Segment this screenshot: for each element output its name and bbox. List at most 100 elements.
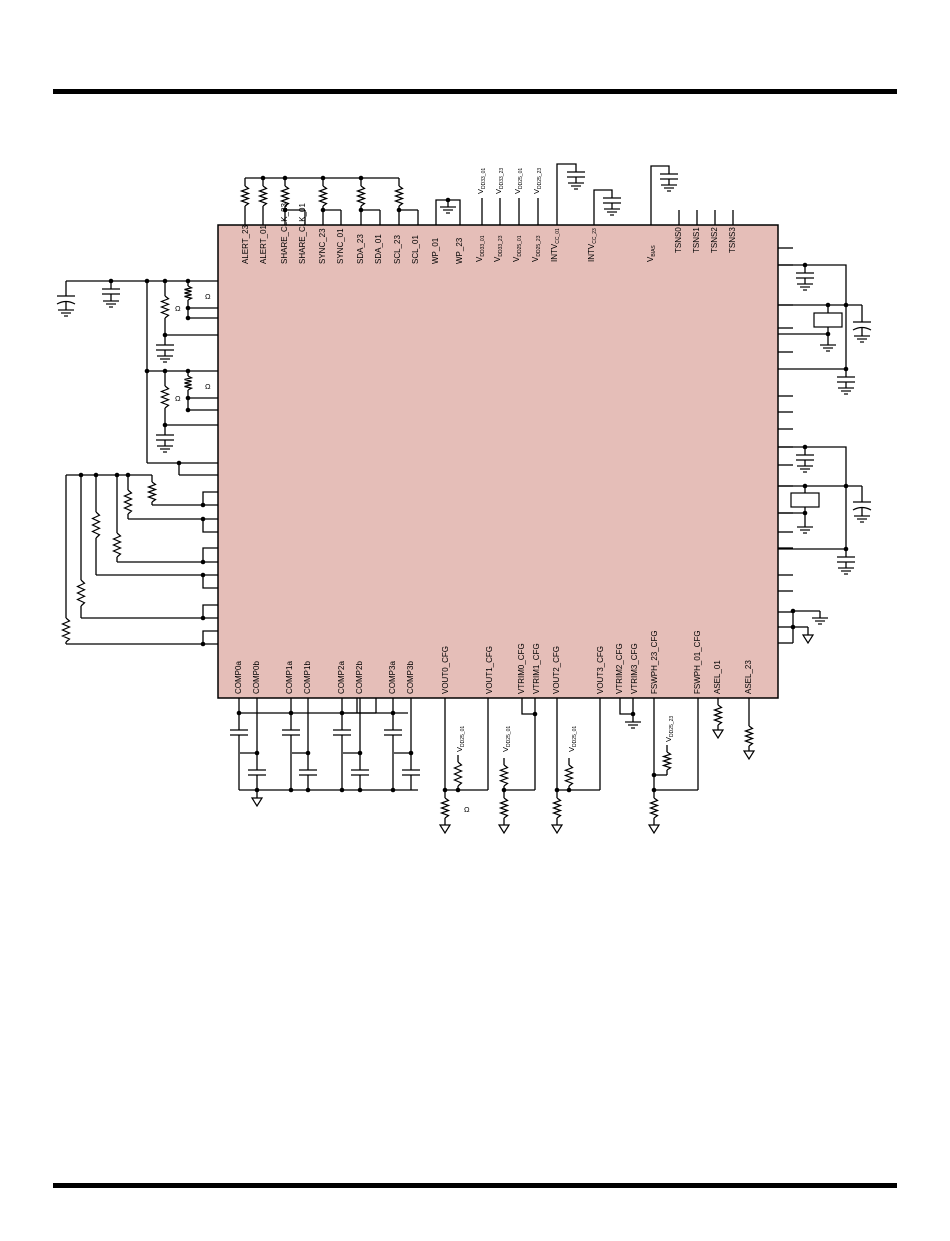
bottom-pin-label: VOUT1_CFG: [485, 646, 494, 694]
top-pin-label: SCL_23: [393, 235, 402, 264]
top-pin-label: SYNC_01: [336, 228, 345, 264]
wire: [202, 519, 218, 533]
top-pin-label: SHARE_CLK_23: [280, 203, 289, 264]
top-pin-label: WP_01: [431, 237, 440, 264]
junction-dot: [108, 278, 114, 284]
junction-dot: [802, 444, 808, 450]
junction-dot: [455, 787, 461, 793]
capacitor-curved-plate: [852, 326, 872, 331]
wire: [650, 165, 670, 225]
top-pin-label: SHARE_CLK_01: [298, 203, 307, 264]
resistor: [439, 797, 451, 819]
junction-dot: [305, 787, 311, 793]
supply-pin-label: VDD25_23: [531, 235, 542, 262]
resistor: [91, 511, 101, 539]
wire: [202, 491, 218, 505]
supply-rail-label: VDD25_23: [532, 168, 543, 194]
junction-dot: [320, 175, 326, 181]
wire: [778, 264, 847, 371]
junction-dot: [200, 516, 206, 522]
junction-dot: [396, 207, 402, 213]
tsns-pin-label: TSNS1: [692, 227, 701, 253]
junction-dot: [305, 750, 311, 756]
junction-dot: [554, 787, 560, 793]
bottom-pin-label: VTRIM3_CFG: [630, 643, 639, 694]
junction-dot: [843, 302, 849, 308]
junction-dot: [78, 472, 84, 478]
junction-dot: [162, 422, 168, 428]
supply-rail-label: VDD33_23: [494, 168, 505, 194]
supply-rail-label: VDD33_01: [476, 168, 487, 194]
junction-dot: [162, 332, 168, 338]
resistor: [122, 489, 134, 515]
ground-arrow-icon: [438, 824, 452, 835]
supply-rail-label: VDD25_23: [664, 716, 675, 742]
top-pin-label: SDA_23: [356, 234, 365, 264]
junction-dot: [802, 483, 808, 489]
junction-dot: [114, 472, 120, 478]
junction-dot: [185, 395, 191, 401]
resistor: [76, 579, 86, 607]
ground-arrow-icon: [647, 824, 661, 835]
junction-dot: [185, 278, 191, 284]
resistor: [648, 797, 660, 819]
top-pin-label: ALERT_01: [259, 224, 268, 264]
junction-dot: [651, 787, 657, 793]
junction-dot: [162, 278, 168, 284]
junction-dot: [176, 460, 182, 466]
wire: [202, 547, 218, 562]
junction-dot: [200, 572, 206, 578]
junction-dot: [288, 787, 294, 793]
wire: [521, 698, 536, 715]
header-rule: [53, 89, 897, 94]
bottom-pin-label: COMP2a: [337, 661, 346, 694]
bottom-pin-label: COMP2b: [355, 661, 364, 694]
junction-dot: [390, 787, 396, 793]
junction-dot: [630, 711, 636, 717]
supply-rail-label: VDD25_01: [501, 726, 512, 752]
junction-dot: [843, 483, 849, 489]
resistor: [146, 481, 158, 503]
wire: [556, 163, 577, 225]
capacitor-curved-plate: [56, 300, 76, 305]
junction-dot: [566, 787, 572, 793]
junction-dot: [358, 175, 364, 181]
tsns-pin-label: TSNS3: [728, 227, 737, 253]
resistor: [743, 725, 755, 747]
junction-dot: [200, 615, 206, 621]
resistor: [498, 764, 510, 787]
junction-dot: [185, 368, 191, 374]
bottom-pin-label: COMP1a: [285, 661, 294, 694]
bottom-pin-label: FSWPH_23_CFG: [650, 630, 659, 694]
resistor: [159, 385, 171, 409]
wire: [202, 630, 218, 644]
bottom-pin-label: COMP1b: [303, 661, 312, 694]
resistor: [60, 617, 72, 643]
junction-dot: [843, 366, 849, 372]
junction-dot: [125, 472, 131, 478]
bottom-pin-label: VOUT2_CFG: [552, 646, 561, 694]
resistor: [184, 375, 194, 391]
supply-pin-label: VDD25_01: [512, 235, 523, 262]
junction-dot: [200, 641, 206, 647]
resistor: [661, 751, 673, 771]
resistor: [257, 185, 269, 207]
wire: [202, 575, 218, 589]
resistor: [317, 185, 329, 207]
junction-dot: [185, 305, 191, 311]
top-pin-label: SCL_01: [411, 235, 420, 264]
junction-dot: [93, 472, 99, 478]
junction-dot: [408, 750, 414, 756]
junction-dot: [802, 262, 808, 268]
components: [56, 171, 872, 835]
junction-dot: [288, 710, 294, 716]
resistor: [452, 761, 464, 787]
junction-dot: [282, 207, 288, 213]
junction-dot: [357, 787, 363, 793]
supply-pin-label: VBIAS: [646, 245, 657, 262]
ground-arrow-icon: [711, 729, 725, 740]
junction-dot: [339, 787, 345, 793]
junction-dot: [200, 559, 206, 565]
